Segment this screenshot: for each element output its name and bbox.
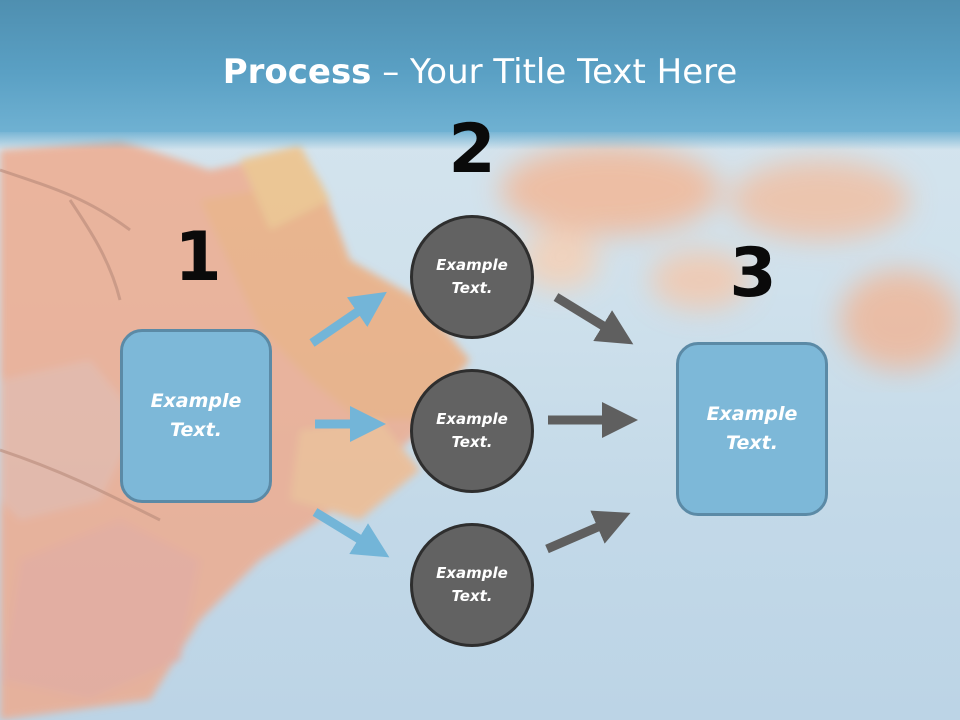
step-1-box: Example Text. <box>120 329 272 503</box>
circle-top-text: Example Text. <box>436 256 508 297</box>
step-number-3: 3 <box>729 234 777 313</box>
circle-bottom-text: Example Text. <box>436 564 508 605</box>
title-rest: – Your Title Text Here <box>371 52 738 92</box>
step-3-box: Example Text. <box>676 342 828 516</box>
step-number-1: 1 <box>174 218 222 297</box>
circle-middle-text: Example Text. <box>436 410 508 451</box>
step-number-2: 2 <box>448 110 496 189</box>
step-2-circle-bottom: Example Text. <box>410 523 534 647</box>
step-1-text: Example Text. <box>150 390 242 441</box>
title-band <box>0 0 960 150</box>
step-3-text: Example Text. <box>706 403 798 454</box>
title-bold: Process <box>222 52 372 92</box>
step-2-circle-middle: Example Text. <box>410 369 534 493</box>
step-2-circle-top: Example Text. <box>410 215 534 339</box>
slide-title: Process – Your Title Text Here <box>0 52 960 92</box>
